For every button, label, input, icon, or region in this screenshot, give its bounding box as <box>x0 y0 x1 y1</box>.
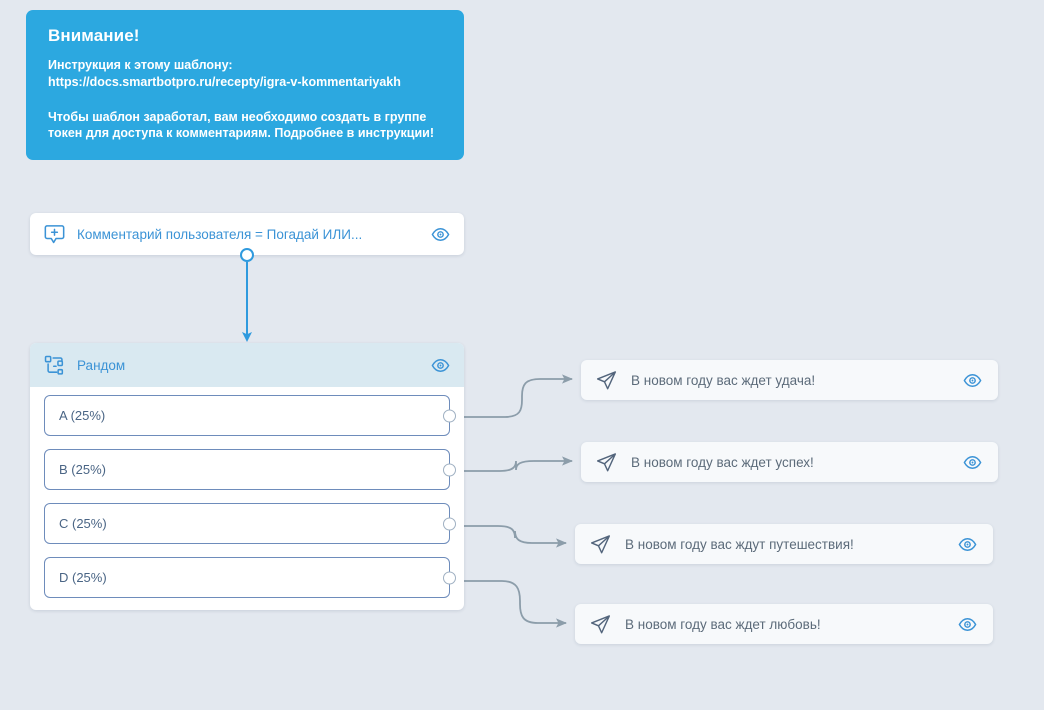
warning-banner-title: Внимание! <box>48 26 140 45</box>
wire-branch-b-to-message-2 <box>464 456 573 472</box>
send-plane-icon <box>589 613 612 636</box>
wire-branch-c-to-message-3 <box>464 525 567 548</box>
random-branch-c-label: C (25%) <box>59 516 107 531</box>
random-branch-d-label: D (25%) <box>59 570 107 585</box>
eye-icon[interactable] <box>431 225 450 244</box>
eye-icon[interactable] <box>963 453 982 472</box>
node-message-3[interactable]: В новом году вас ждут путешествия! <box>575 524 993 564</box>
warning-banner-paragraph-1: Инструкция к этому шаблону: https://docs… <box>48 58 401 90</box>
send-plane-icon <box>589 533 612 556</box>
send-plane-icon <box>595 369 618 392</box>
random-branch-c[interactable]: C (25%) <box>44 503 456 544</box>
node-comment-trigger-label: Комментарий пользователя = Погадай ИЛИ..… <box>77 226 363 242</box>
node-random-header[interactable]: Рандом <box>30 343 464 387</box>
node-message-3-label: В новом году вас ждут путешествия! <box>625 536 854 552</box>
warning-banner-paragraph-2: Чтобы шаблон заработал, вам необходимо с… <box>48 109 435 141</box>
random-branch-a-label: A (25%) <box>59 408 106 423</box>
wire-branch-d-to-message-4 <box>464 580 567 628</box>
comment-plus-icon <box>44 224 65 245</box>
warning-banner: Внимание! Инструкция к этому шаблону: ht… <box>26 10 464 160</box>
branch-output-port[interactable] <box>443 517 456 530</box>
node-message-2[interactable]: В новом году вас ждет успех! <box>581 442 998 482</box>
node-comment-trigger[interactable]: Комментарий пользователя = Погадай ИЛИ..… <box>30 213 464 262</box>
random-branch-d[interactable]: D (25%) <box>44 557 456 598</box>
random-branch-b[interactable]: B (25%) <box>44 449 456 490</box>
eye-icon[interactable] <box>958 535 977 554</box>
node-message-4-label: В новом году вас ждет любовь! <box>625 616 821 632</box>
branch-output-port[interactable] <box>443 409 456 422</box>
random-branch-list: A (25%) B (25%) C (25%) D (25%) <box>30 395 464 598</box>
node-message-2-label: В новом году вас ждет успех! <box>631 454 814 470</box>
branch-output-port[interactable] <box>443 463 456 476</box>
node-message-1-label: В новом году вас ждет удача! <box>631 372 816 388</box>
node-message-4[interactable]: В новом году вас ждет любовь! <box>575 604 993 644</box>
node-output-port[interactable] <box>240 248 254 262</box>
node-message-1[interactable]: В новом году вас ждет удача! <box>581 360 998 400</box>
wire-branch-a-to-message-1 <box>464 374 573 418</box>
node-random-label: Рандом <box>77 357 126 373</box>
random-branch-b-label: B (25%) <box>59 462 106 477</box>
eye-icon[interactable] <box>958 615 977 634</box>
branch-output-port[interactable] <box>443 571 456 584</box>
node-random[interactable]: Рандом A (25%) B (25%) C (25%) <box>30 343 464 610</box>
eye-icon[interactable] <box>431 356 450 375</box>
random-branch-a[interactable]: A (25%) <box>44 395 456 436</box>
eye-icon[interactable] <box>963 371 982 390</box>
random-shuffle-icon <box>44 355 65 376</box>
send-plane-icon <box>595 451 618 474</box>
